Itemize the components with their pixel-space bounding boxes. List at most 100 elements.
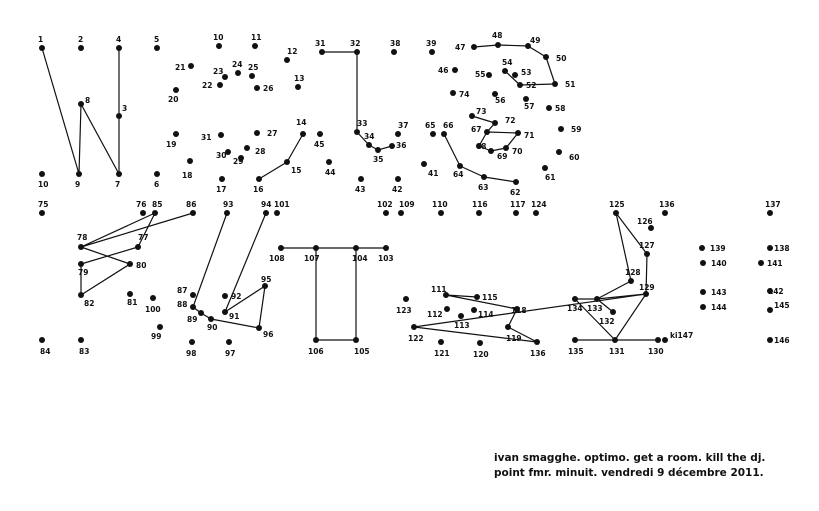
dot-number-label: 128 <box>625 268 641 277</box>
dot-marker <box>391 49 397 55</box>
dot-number-label: 25 <box>248 63 258 72</box>
dot-marker <box>39 210 45 216</box>
dot: 30 <box>216 149 231 160</box>
dot: 67 <box>471 125 490 135</box>
dot-number-label: 96 <box>263 330 273 339</box>
connecting-line <box>41 47 120 175</box>
dot-marker <box>438 339 444 345</box>
dot-number-label: 38 <box>390 39 400 48</box>
dot-marker <box>319 49 325 55</box>
dot-number-label: 139 <box>710 244 726 253</box>
dot-marker <box>190 304 196 310</box>
dot-marker <box>295 84 301 90</box>
dot: 129 <box>639 283 655 297</box>
dot-number-label: 72 <box>505 116 515 125</box>
dot-marker <box>438 210 444 216</box>
dot: 10 <box>38 171 48 189</box>
dot: ki147 <box>662 331 693 343</box>
dot-number-label: 36 <box>396 141 406 150</box>
dot-marker <box>208 316 214 322</box>
dot: 131 <box>609 337 625 356</box>
dot-number-label: 91 <box>229 312 239 321</box>
dot-marker <box>613 210 619 216</box>
dot-marker <box>411 324 417 330</box>
dot: 10 <box>213 33 223 49</box>
dot: 110 <box>432 200 448 216</box>
dot: 69 <box>488 148 507 161</box>
dot-number-label: 14 <box>296 118 306 127</box>
dot: 76 <box>136 200 146 216</box>
dot: 120 <box>473 340 489 359</box>
dot: 107 <box>304 245 320 263</box>
dot-marker <box>655 337 661 343</box>
dot-number-label: 145 <box>774 301 790 310</box>
dot-marker <box>219 176 225 182</box>
dot-number-label: 5 <box>154 35 159 44</box>
dot-number-label: 116 <box>472 200 488 209</box>
dot-marker <box>157 324 163 330</box>
dot: 79 <box>78 261 88 277</box>
dot: 137 <box>765 200 781 216</box>
dot: 146 <box>767 336 790 345</box>
dot: 25 <box>248 63 258 79</box>
dot-marker <box>226 339 232 345</box>
dot-number-label: 8 <box>85 96 90 105</box>
dot: 93 <box>223 200 233 216</box>
dot-marker <box>238 155 244 161</box>
dot: 32 <box>350 39 360 55</box>
dot: 16 <box>253 176 263 194</box>
dot: 88 <box>177 300 196 310</box>
dot-marker <box>513 210 519 216</box>
dot: 45 <box>314 131 324 149</box>
dot: 105 <box>353 337 370 356</box>
dot-marker <box>366 142 372 148</box>
dot-marker <box>353 245 359 251</box>
dot-marker <box>39 45 45 51</box>
dot-marker <box>222 74 228 80</box>
dot-number-label: 9 <box>75 180 80 189</box>
dot-marker <box>471 307 477 313</box>
dot: 102 <box>377 200 393 216</box>
caption-line-1: ivan smagghe. optimo. get a room. kill t… <box>494 452 766 464</box>
dot-number-label: 102 <box>377 200 393 209</box>
dot: 53 <box>512 68 531 78</box>
dot-marker <box>700 304 706 310</box>
dot: 98 <box>186 339 196 358</box>
dot-number-label: 73 <box>476 107 486 116</box>
dot: 65 <box>425 121 436 137</box>
dot: 73 <box>469 107 486 119</box>
dot: 8 <box>78 96 90 107</box>
dot-marker <box>278 245 284 251</box>
dot: 38 <box>390 39 400 55</box>
dot-number-label: 18 <box>182 171 192 180</box>
dot-number-label: 94 <box>261 200 271 209</box>
dot-marker <box>767 307 773 313</box>
dot-number-label: 67 <box>471 125 481 134</box>
dot: 49 <box>525 36 540 49</box>
dot-number-label: 98 <box>186 349 196 358</box>
dot: 18 <box>182 158 193 180</box>
dot-marker <box>476 143 482 149</box>
dot: 60 <box>556 149 579 162</box>
dot: 140 <box>700 259 727 268</box>
dot-marker <box>116 45 122 51</box>
dot-number-label: 59 <box>571 125 581 134</box>
dot-marker <box>533 210 539 216</box>
dot-marker <box>450 90 456 96</box>
connecting-line <box>80 212 194 296</box>
dot: 66 <box>441 121 453 137</box>
dot-marker <box>525 43 531 49</box>
dot: 2 <box>78 35 84 51</box>
dot: 21 <box>175 63 194 72</box>
dot-number-label: 48 <box>492 31 502 40</box>
dot-number-label: 84 <box>40 347 50 356</box>
dot-marker <box>476 210 482 216</box>
dot: 138 <box>767 244 790 253</box>
dot: 12 <box>284 47 297 63</box>
dot: 143 <box>700 288 727 297</box>
dot-marker <box>225 149 231 155</box>
dot: 130 <box>648 337 664 356</box>
dot: 71 <box>515 130 534 140</box>
dot-number-label: 112 <box>427 310 443 319</box>
dot-marker <box>154 171 160 177</box>
